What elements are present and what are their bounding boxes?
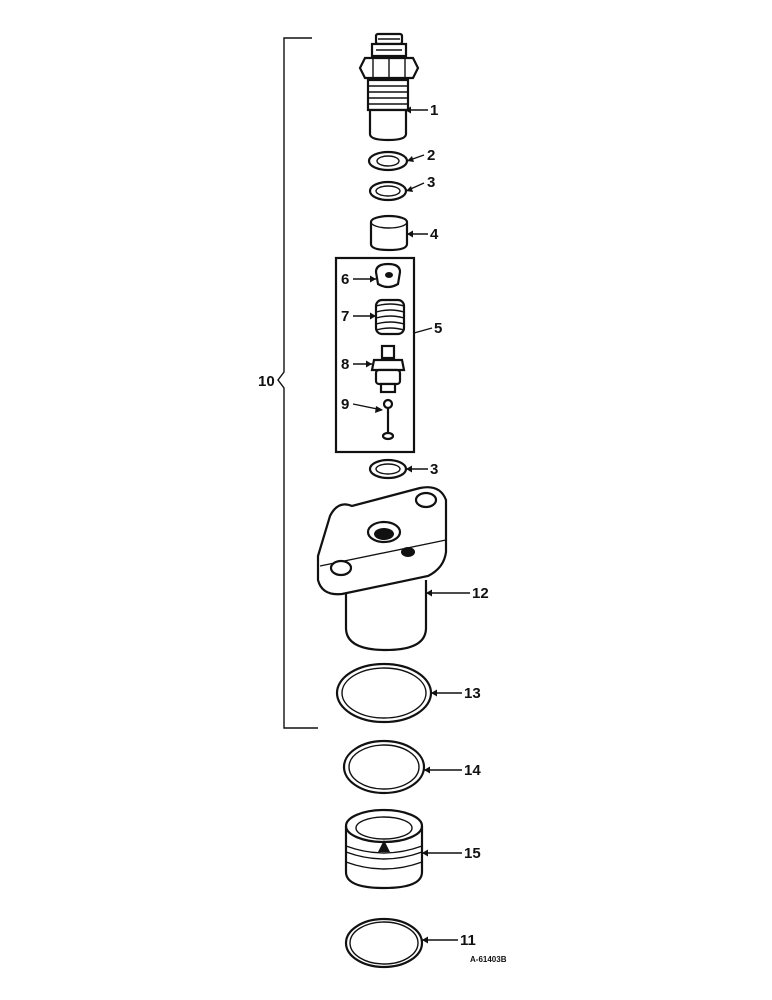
part-7-spring bbox=[374, 298, 406, 336]
callout-3b: 3 bbox=[430, 461, 438, 478]
callout-3a: 3 bbox=[427, 174, 435, 191]
callout-11: 11 bbox=[460, 932, 476, 949]
callout-9: 9 bbox=[341, 396, 349, 413]
part-13-o-ring bbox=[335, 662, 433, 724]
part-1-valve-holder bbox=[358, 32, 420, 142]
part-15-lower-sleeve bbox=[344, 808, 424, 890]
part-3-gasket-upper bbox=[368, 180, 408, 202]
callout-4: 4 bbox=[430, 226, 439, 243]
callout-15: 15 bbox=[464, 845, 481, 862]
part-5-valve-kit-box bbox=[334, 256, 416, 454]
callout-7: 7 bbox=[341, 308, 349, 325]
assembly-bracket bbox=[277, 37, 318, 729]
part-8-delivery-valve bbox=[370, 344, 406, 394]
part-3-gasket-lower bbox=[368, 458, 408, 480]
drawing-code: A-61403B bbox=[470, 955, 507, 964]
part-2-washer bbox=[367, 150, 409, 172]
callout-10: 10 bbox=[258, 373, 275, 390]
part-9-valve-pin bbox=[381, 398, 395, 441]
callout-5: 5 bbox=[434, 320, 442, 337]
part-14-seal-ring bbox=[342, 739, 426, 795]
callout-6: 6 bbox=[341, 271, 349, 288]
callout-1: 1 bbox=[430, 102, 438, 119]
part-4-spacer bbox=[369, 214, 409, 252]
callout-14: 14 bbox=[464, 762, 481, 779]
part-11-ring bbox=[344, 917, 424, 969]
callout-13: 13 bbox=[464, 685, 481, 702]
part-6-spring-seat bbox=[374, 262, 402, 289]
callout-12: 12 bbox=[472, 585, 489, 602]
callout-2: 2 bbox=[427, 147, 435, 164]
leader-arrows bbox=[352, 106, 470, 944]
callout-labels: 1 2 3 4 5 6 7 8 9 3 10 11 12 13 14 15 bbox=[258, 102, 489, 949]
callout-8: 8 bbox=[341, 356, 349, 373]
part-12-barrel-flange bbox=[316, 486, 448, 652]
